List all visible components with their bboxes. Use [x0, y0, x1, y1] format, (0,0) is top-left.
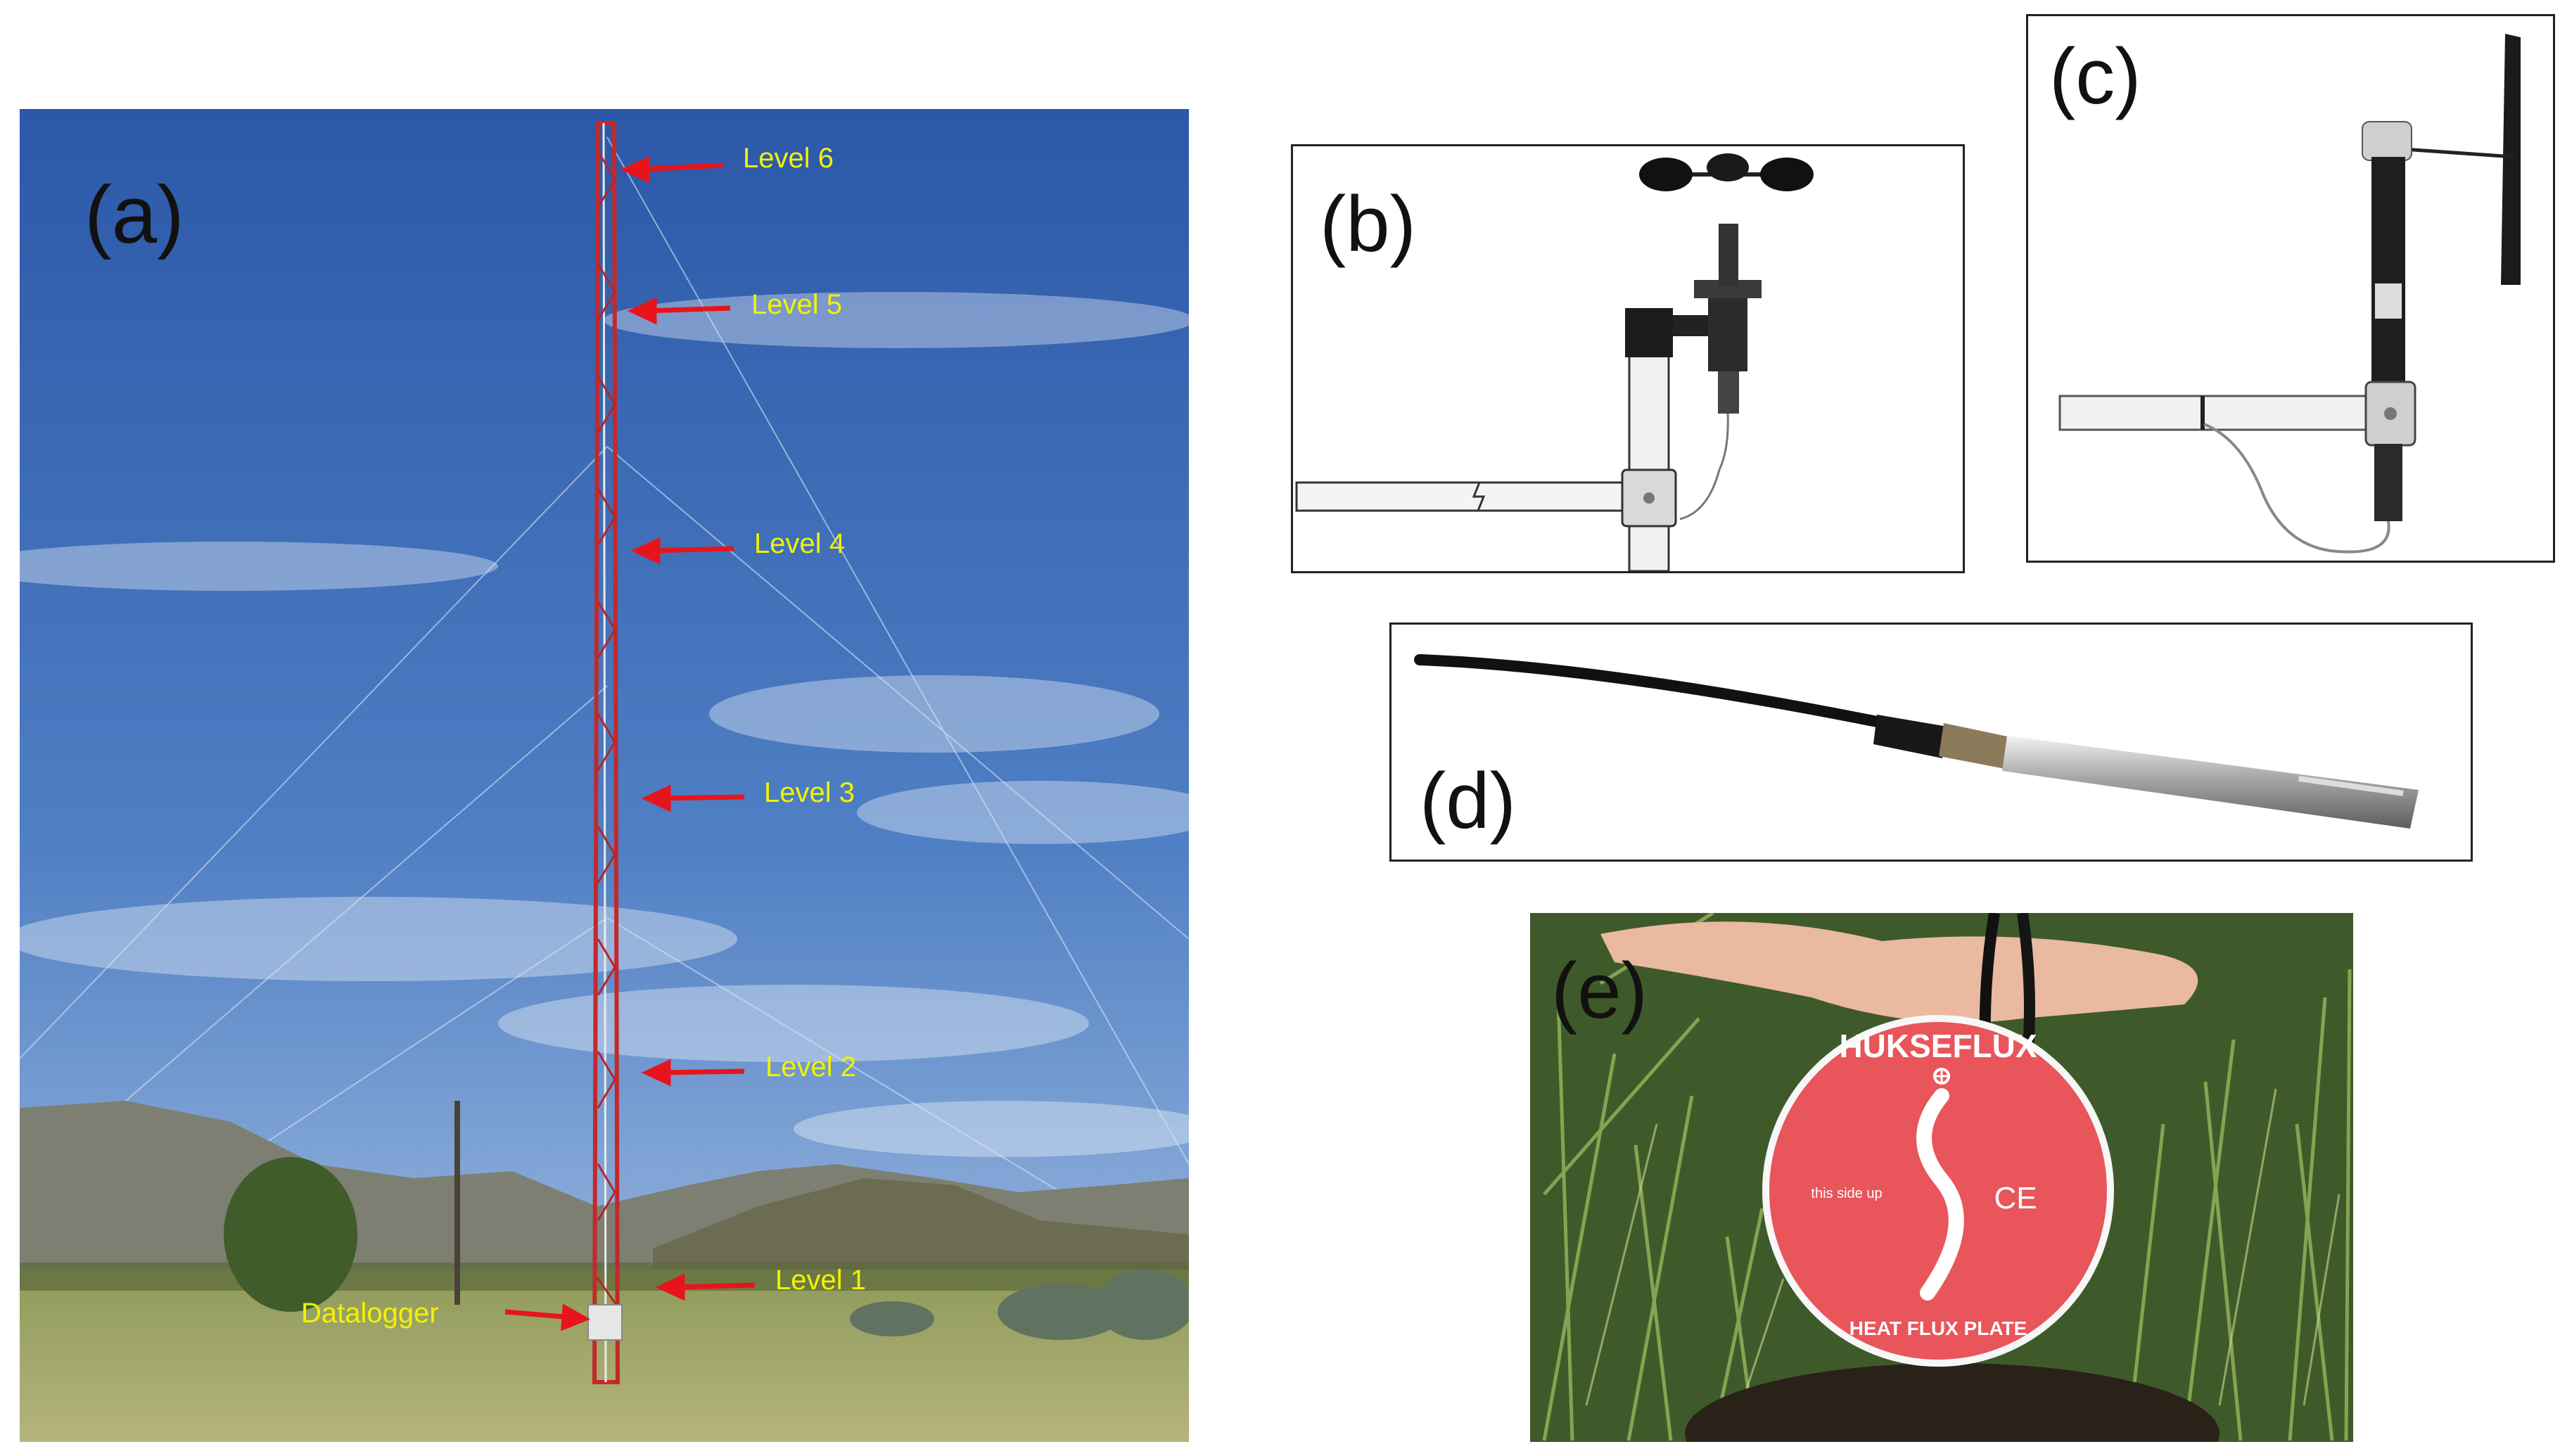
label-level-4: Level 4 [754, 528, 845, 559]
tree [224, 1157, 357, 1312]
panel-b-anemometer: (b) [1291, 144, 1965, 573]
plate-ce-mark: CE [1994, 1181, 2037, 1215]
wind-vane-drawing [2058, 34, 2521, 554]
soil [1685, 1363, 2220, 1442]
label-level-5: Level 5 [751, 289, 842, 320]
panel-d-probe: (d) [1389, 622, 2473, 862]
red-arrows [504, 155, 756, 1332]
probe-drawing [1414, 654, 2419, 829]
label-level-2: Level 2 [765, 1052, 856, 1083]
label-level-6: Level 6 [743, 143, 834, 174]
label-level-1: Level 1 [775, 1265, 866, 1296]
agave-plants [850, 1270, 1189, 1340]
plate-name-text: HEAT FLUX PLATE [1849, 1317, 2027, 1339]
panel-a-letter: (a) [84, 169, 184, 260]
panel-c-wind-vane: (c) [2026, 14, 2555, 563]
panel-a-tower-photo: (a) Level 6 Level 5 Level 4 Level 3 Leve… [20, 109, 1189, 1442]
label-datalogger: Datalogger [301, 1298, 439, 1329]
label-level-3: Level 3 [764, 777, 855, 808]
clouds [20, 292, 1189, 1157]
panel-b-letter: (b) [1320, 180, 1416, 268]
plate-orientation-text: this side up [1811, 1186, 1882, 1201]
plate-brand-text: HUKSEFLUX [1839, 1028, 2037, 1064]
datalogger-box [587, 1304, 623, 1341]
hand [1600, 921, 2198, 1023]
tower-scene [20, 109, 1189, 1442]
tower-mast [592, 121, 620, 1384]
panel-e-heat-flux-plate: HUKSEFLUX HEAT FLUX PLATE this side up C… [1530, 913, 2353, 1442]
panel-c-letter: (c) [2049, 32, 2141, 120]
heat-flux-scene: HUKSEFLUX HEAT FLUX PLATE this side up C… [1530, 913, 2353, 1442]
anemometer-drawing [1295, 153, 1814, 571]
heat-flux-plate [1762, 1015, 2114, 1367]
utility-pole [454, 1101, 460, 1305]
ground [20, 1270, 1189, 1442]
panel-d-letter: (d) [1420, 757, 1516, 845]
panel-e-letter: (e) [1551, 947, 1648, 1035]
